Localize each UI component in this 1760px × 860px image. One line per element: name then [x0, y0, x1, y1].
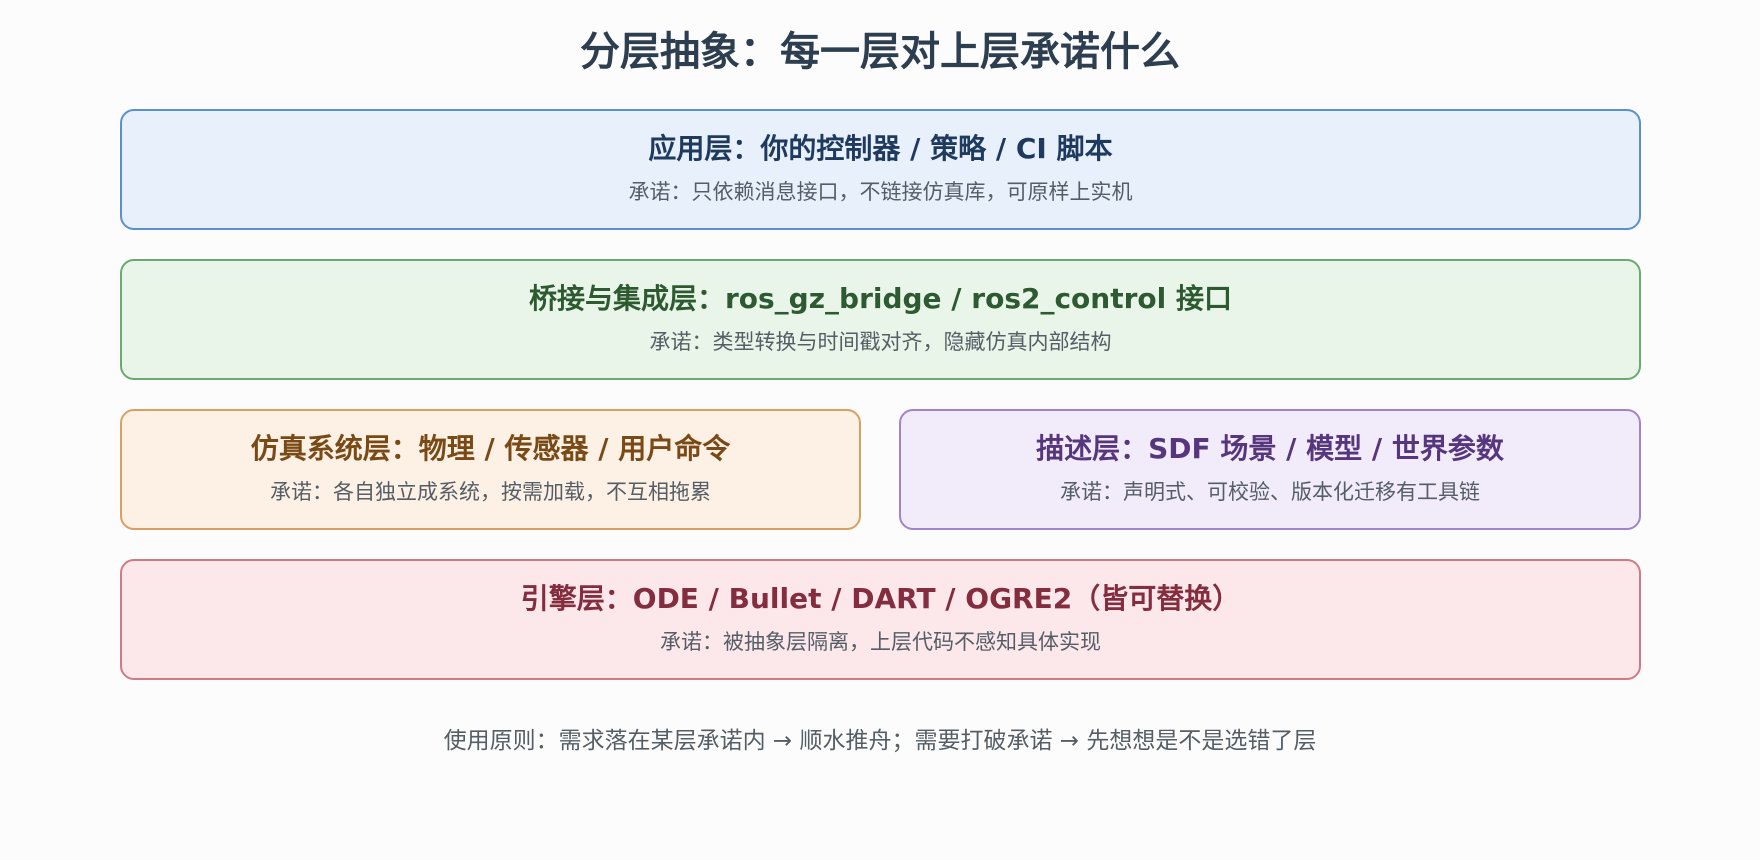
- bridge-layer-box: 桥接与集成层：ros_gz_bridge / ros2_control 接口 承…: [120, 259, 1641, 380]
- bridge-layer-heading: 桥接与集成层：ros_gz_bridge / ros2_control 接口: [528, 282, 1233, 315]
- description-layer-box: 描述层：SDF 场景 / 模型 / 世界参数 承诺：声明式、可校验、版本化迁移有…: [899, 409, 1641, 530]
- description-layer-heading: 描述层：SDF 场景 / 模型 / 世界参数: [1036, 432, 1504, 465]
- simulation-system-layer-promise: 承诺：各自独立成系统，按需加载，不互相拖累: [270, 480, 711, 504]
- application-layer-box: 应用层：你的控制器 / 策略 / CI 脚本 承诺：只依赖消息接口，不链接仿真库…: [120, 109, 1641, 230]
- bridge-layer-promise: 承诺：类型转换与时间戳对齐，隐藏仿真内部结构: [649, 330, 1112, 354]
- page-title: 分层抽象：每一层对上层承诺什么: [580, 29, 1180, 75]
- application-layer-heading: 应用层：你的控制器 / 策略 / CI 脚本: [648, 132, 1113, 165]
- engine-layer-heading: 引擎层：ODE / Bullet / DART / OGRE2（皆可替换）: [520, 582, 1241, 615]
- engine-layer-box: 引擎层：ODE / Bullet / DART / OGRE2（皆可替换） 承诺…: [120, 559, 1641, 680]
- simulation-system-layer-heading: 仿真系统层：物理 / 传感器 / 用户命令: [250, 432, 731, 465]
- application-layer-promise: 承诺：只依赖消息接口，不链接仿真库，可原样上实机: [628, 180, 1133, 204]
- simulation-system-layer-box: 仿真系统层：物理 / 传感器 / 用户命令 承诺：各自独立成系统，按需加载，不互…: [120, 409, 861, 530]
- engine-layer-promise: 承诺：被抽象层隔离，上层代码不感知具体实现: [660, 630, 1101, 654]
- description-layer-promise: 承诺：声明式、可校验、版本化迁移有工具链: [1060, 480, 1480, 504]
- usage-principle-note: 使用原则：需求落在某层承诺内 → 顺水推舟；需要打破承诺 → 先想想是不是选错了…: [443, 728, 1317, 754]
